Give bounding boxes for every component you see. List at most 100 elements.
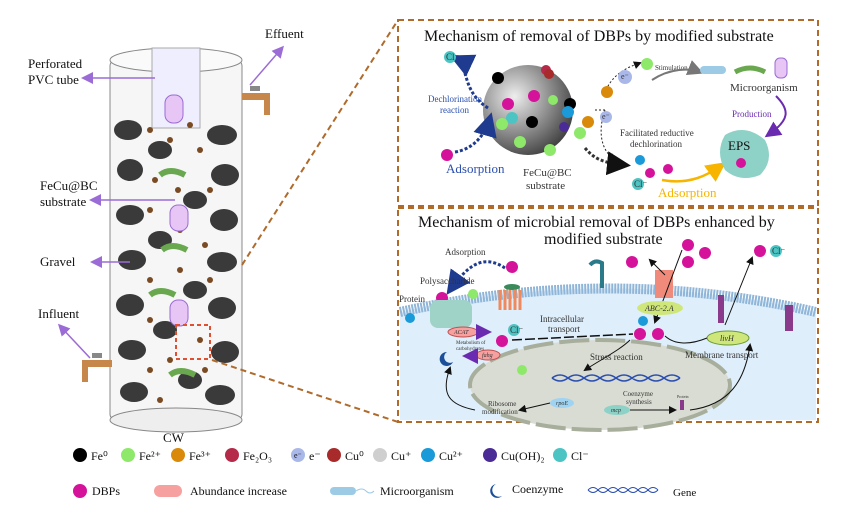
legend-swatch: [327, 448, 341, 462]
metabolism-label: Metabolism of: [456, 341, 486, 346]
cl-ion-label-4: Cl⁻: [510, 325, 524, 335]
coenzyme-synthesis-label: Coenzyme: [623, 390, 653, 398]
fahg-label: fahg: [482, 352, 493, 359]
legend-item-label: Cl⁻: [571, 449, 589, 463]
legend-item-label: Cu(OH)₂: [501, 449, 545, 463]
legend-swatch: [121, 448, 135, 462]
microorganism-label: Microorganism: [730, 82, 798, 94]
legend-swatch: [291, 448, 305, 462]
membrane-transport-label: Membrane transport: [685, 350, 759, 360]
legend-swatch: [421, 448, 435, 462]
microorganisms-in-column: [148, 94, 197, 378]
stimulation-label: Stimulation: [655, 64, 688, 72]
acat-label: ACAT: [453, 330, 469, 336]
substrate-caption: FeCu@BC: [523, 167, 572, 179]
abundance-legend-swatch: [154, 485, 182, 497]
legend-abundance: Abundance increase: [190, 484, 287, 498]
legend-item-label: Fe²⁺: [139, 449, 161, 463]
legend-gene: Gene: [673, 487, 696, 499]
gravel-label: Gravel: [40, 254, 76, 269]
coenzyme-legend-icon: [490, 484, 502, 498]
influent-valve: [82, 353, 112, 382]
production-label: Production: [732, 109, 772, 119]
eps-label: EPS: [728, 138, 750, 153]
legend-swatch: [73, 448, 87, 462]
abc-transporter: [655, 270, 673, 298]
mcp-gene-badge: [604, 405, 630, 415]
legend-item-label: Cu⁰: [345, 449, 364, 463]
bottom-panel-title-2: modified substrate: [544, 231, 663, 248]
protein-small-label: Protein: [677, 394, 689, 399]
electron-label-2: e⁻: [602, 112, 610, 121]
gene-dna-icon: [551, 374, 681, 382]
connector-line-top: [241, 19, 399, 266]
stress-reaction-label: Stress reaction: [590, 352, 643, 362]
dbps-legend-swatch: [73, 484, 87, 498]
substrate-mechanism-panel: Mechanism of removal of DBPs by modified…: [397, 19, 819, 207]
cl-ion-label: Cl⁻: [446, 52, 460, 62]
legend-dbps: DBPs: [92, 484, 120, 498]
effluent-label: Effuent: [265, 26, 304, 41]
legend-swatch: [225, 448, 239, 462]
adsorption-label: Adsorption: [445, 247, 486, 257]
legend-swatch: [171, 448, 185, 462]
abc-2a-label: ABC-2.A: [644, 304, 674, 313]
eps-protein-complex: [430, 300, 472, 328]
bottom-panel-title: Mechanism of microbial removal of DBPs e…: [418, 214, 775, 231]
intracellular-label: Intracellular: [540, 314, 584, 324]
rpoe-gene-badge: [550, 398, 574, 408]
rpoe-label: rpoE: [556, 401, 568, 407]
legend-item-label: Cu⁺: [391, 449, 411, 463]
zoom-region-marker: [175, 324, 211, 360]
legend-item-label: Fe⁰: [91, 449, 108, 463]
substrate-label: FeCu@BC: [40, 178, 97, 193]
intracellular-label-2: transport: [548, 324, 580, 334]
fecu-bc-sphere: [483, 65, 573, 155]
ribosome-label: Ribosome: [488, 400, 516, 408]
gravel-fill: [114, 120, 239, 405]
membrane-protein: [498, 290, 522, 310]
coenzyme-synthesis-label-2: synthesis: [626, 398, 652, 406]
dechlorination-label: Dechlorination: [428, 94, 482, 104]
effluent-valve: [242, 86, 270, 115]
influent-label: Influent: [38, 306, 80, 321]
wetland-column: Perforated PVC tube Effuent FeCu@BC subs…: [28, 19, 399, 445]
electron-icon: [618, 70, 632, 84]
eps-icon: [720, 130, 769, 179]
dechlorination-label-2: reaction: [440, 105, 469, 115]
legend-swatch: [373, 448, 387, 462]
intracellular-transport-line: [511, 333, 634, 341]
cl-ion-label-2: Cl⁻: [634, 179, 648, 189]
substrate-caption-2: substrate: [526, 180, 565, 192]
legend-item-label: Fe³⁺: [189, 449, 211, 463]
legend-coenzyme: Coenzyme: [512, 482, 563, 496]
legend-microorganism: Microorganism: [380, 484, 454, 498]
microbial-mechanism-panel: Mechanism of microbial removal of DBPs e…: [397, 207, 819, 432]
cw-label: CW: [163, 430, 185, 445]
mcp-label: mcp: [611, 408, 621, 414]
pvc-tube-label-2: PVC tube: [28, 72, 79, 87]
microorganism-icon: [700, 66, 726, 74]
nucleus: [468, 338, 732, 432]
sphere-particles: [492, 65, 594, 156]
connector-line-bottom: [211, 359, 399, 423]
polysaccharide-label: Polysaccharide: [420, 276, 474, 286]
ribosome-label-2: modification: [482, 408, 518, 416]
abc-2a-gene-badge: [637, 301, 683, 315]
facilitated-label-2: dechlorination: [630, 139, 682, 149]
adsorption-label-right: Adsorption: [658, 185, 717, 200]
protein-label: Protein: [399, 294, 425, 304]
pvc-tube-label: Perforated: [28, 56, 83, 71]
livh-label: livH: [720, 334, 735, 343]
cl-ion-label-3: Cl⁻: [772, 246, 786, 256]
microorganism-legend-icon: [330, 487, 356, 495]
legend-row-2: DBPs Abundance increase Microorganism Co…: [73, 482, 696, 499]
top-panel-title: Mechanism of removal of DBPs by modified…: [424, 28, 774, 45]
legend-item-label: Cu²⁺: [439, 449, 463, 463]
adsorption-label-left: Adsorption: [446, 161, 505, 176]
legend-item-label: e⁻: [309, 449, 321, 463]
facilitated-label: Facilitated reductive: [620, 128, 694, 138]
legend-item-label: Fe₂O₃: [243, 449, 272, 463]
